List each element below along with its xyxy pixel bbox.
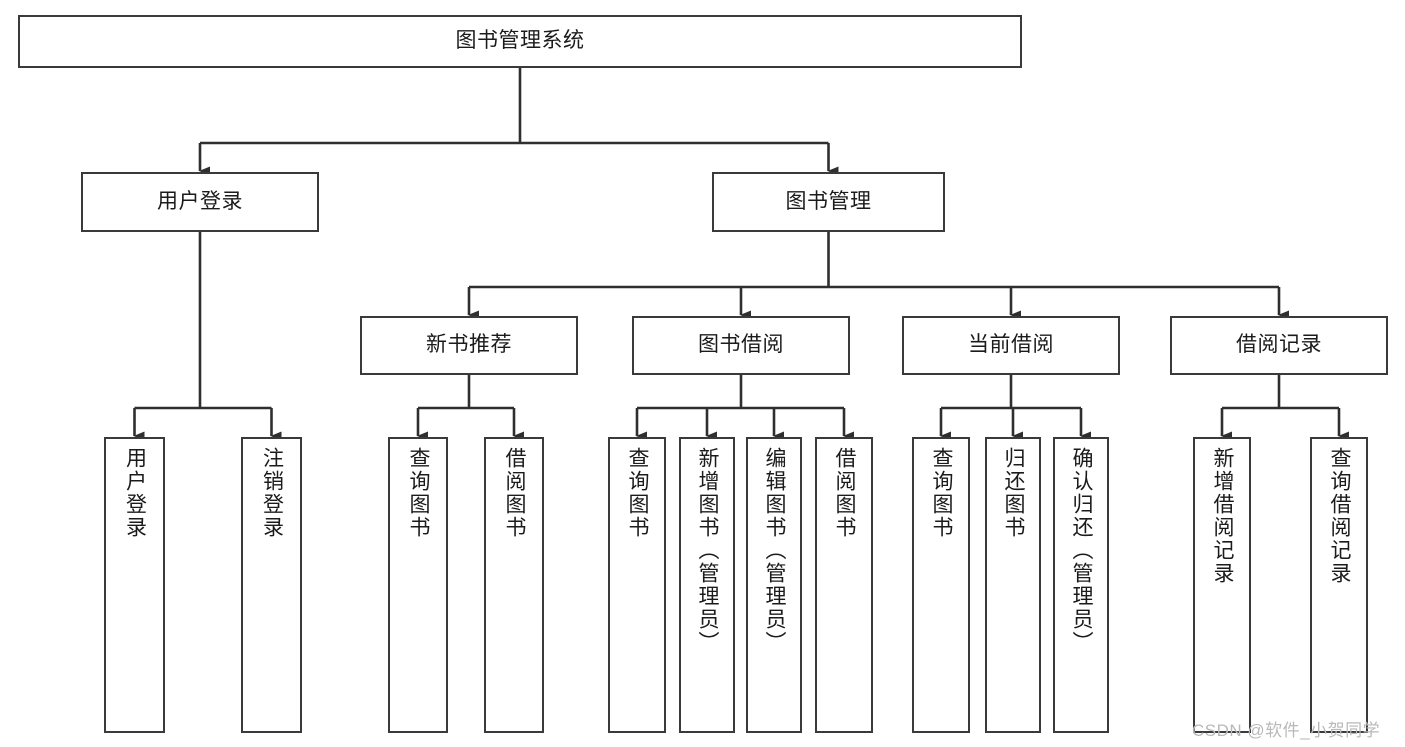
node-leaf12[interactable]: 新增借阅记录 xyxy=(1193,437,1251,733)
node-borrow[interactable]: 图书借阅 xyxy=(632,316,850,375)
node-label-leaf12: 新增借阅记录 xyxy=(1211,447,1235,585)
node-leaf09[interactable]: 查询图书 xyxy=(912,437,970,733)
node-newbook[interactable]: 新书推荐 xyxy=(360,316,578,375)
node-bookmgmt[interactable]: 图书管理 xyxy=(712,172,945,232)
node-leaf13[interactable]: 查询借阅记录 xyxy=(1310,437,1368,733)
node-leaf01[interactable]: 用户登录 xyxy=(104,437,165,733)
node-label-newbook: 新书推荐 xyxy=(426,333,512,357)
watermark-label: CSDN @软件_小贺同学 xyxy=(1192,721,1381,740)
node-root[interactable]: 图书管理系统 xyxy=(18,15,1022,68)
connector-group xyxy=(133,68,1349,441)
node-leaf06[interactable]: 新增图书（管理员） xyxy=(679,437,735,733)
node-label-leaf02: 注销登录 xyxy=(260,447,284,539)
node-label-leaf13: 查询借阅记录 xyxy=(1328,447,1352,585)
node-label-leaf05: 查询图书 xyxy=(626,447,650,539)
node-leaf11[interactable]: 确认归还（管理员） xyxy=(1053,437,1109,733)
node-label-leaf07: 编辑图书（管理员） xyxy=(763,447,787,654)
node-label-record: 借阅记录 xyxy=(1236,333,1322,357)
node-login[interactable]: 用户登录 xyxy=(81,172,319,232)
node-label-bookmgmt: 图书管理 xyxy=(785,189,872,213)
node-label-leaf11: 确认归还（管理员） xyxy=(1070,447,1094,654)
node-label-login: 用户登录 xyxy=(157,189,243,213)
node-leaf04[interactable]: 借阅图书 xyxy=(484,437,544,733)
node-label-borrow: 图书借阅 xyxy=(698,333,784,357)
node-label-leaf01: 用户登录 xyxy=(123,447,147,539)
node-label-current: 当前借阅 xyxy=(968,333,1054,357)
node-leaf10[interactable]: 归还图书 xyxy=(985,437,1041,733)
node-label-leaf04: 借阅图书 xyxy=(503,447,527,539)
node-label-leaf06: 新增图书（管理员） xyxy=(696,447,720,654)
node-leaf08[interactable]: 借阅图书 xyxy=(815,437,873,733)
node-label-leaf10: 归还图书 xyxy=(1002,447,1026,539)
node-label-leaf03: 查询图书 xyxy=(407,447,431,539)
node-label-leaf09: 查询图书 xyxy=(930,447,954,539)
node-label-root: 图书管理系统 xyxy=(455,29,585,53)
node-record[interactable]: 借阅记录 xyxy=(1170,316,1388,375)
node-label-leaf08: 借阅图书 xyxy=(833,447,857,539)
node-leaf03[interactable]: 查询图书 xyxy=(388,437,448,733)
node-leaf05[interactable]: 查询图书 xyxy=(608,437,666,733)
node-leaf07[interactable]: 编辑图书（管理员） xyxy=(746,437,802,733)
node-current[interactable]: 当前借阅 xyxy=(902,316,1120,375)
node-leaf02[interactable]: 注销登录 xyxy=(241,437,302,733)
